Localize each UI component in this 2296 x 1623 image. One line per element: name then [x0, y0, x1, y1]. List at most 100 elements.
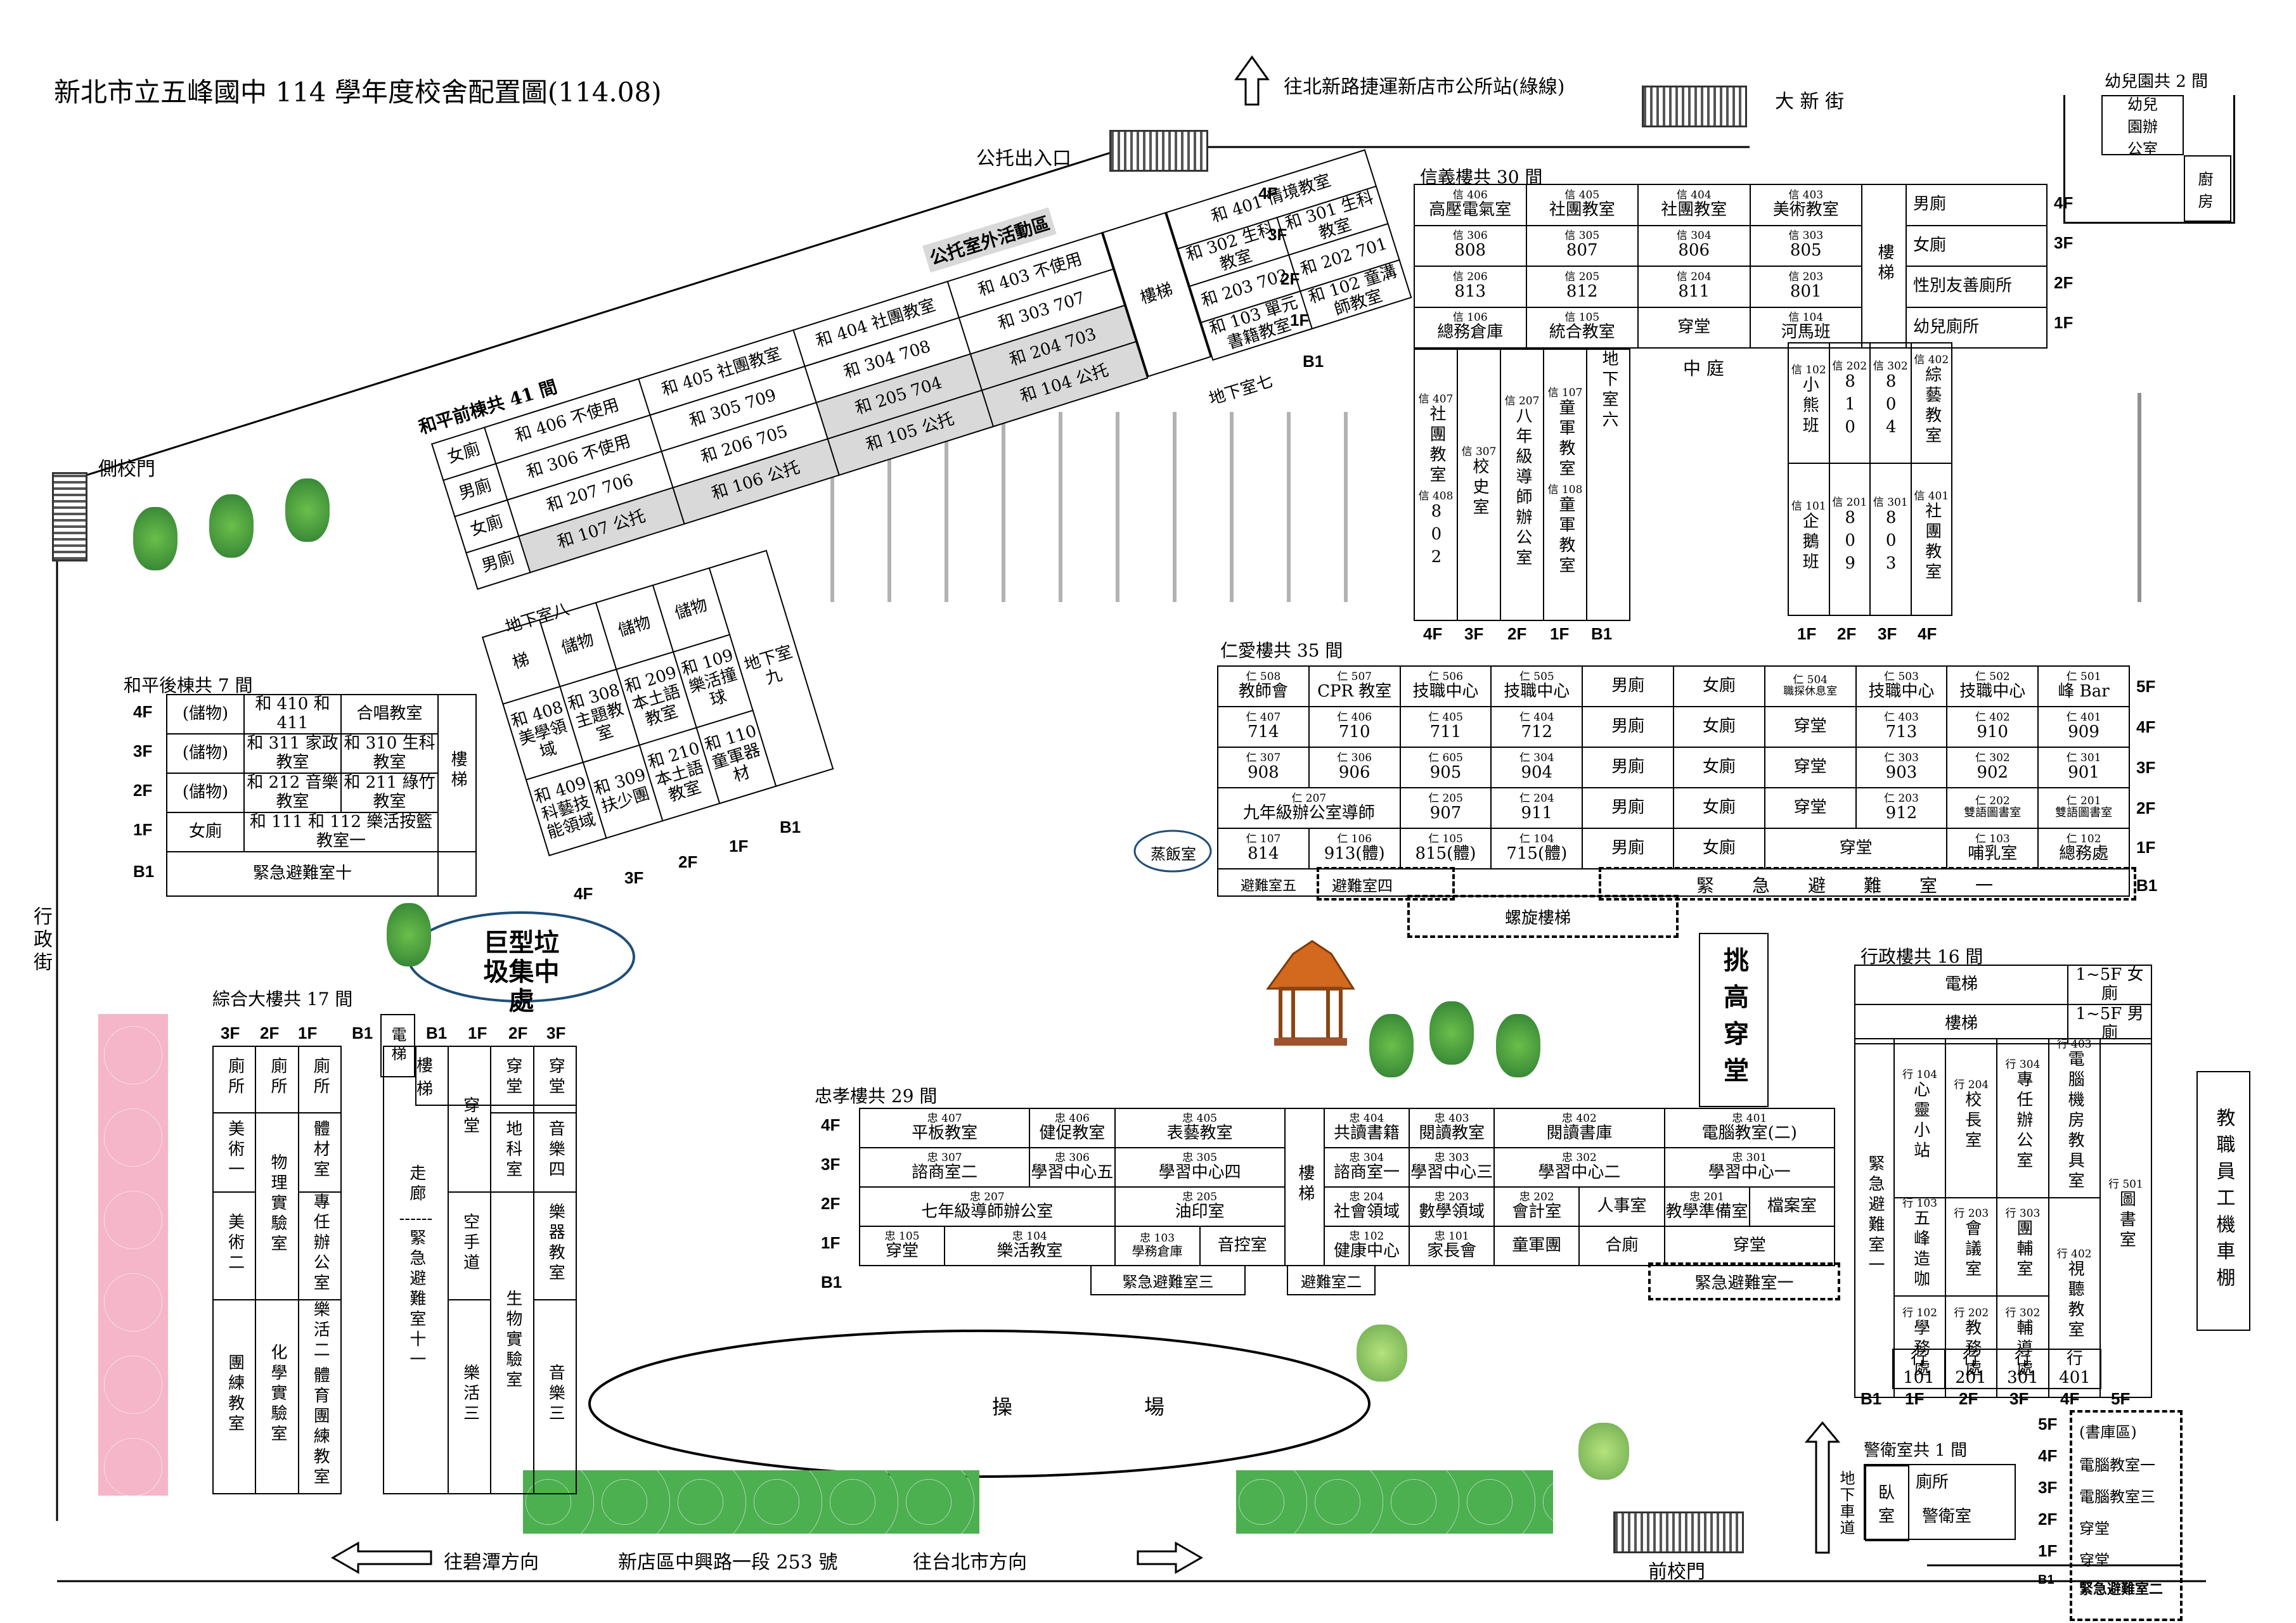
- room-cell[interactable]: 美術一: [212, 1112, 257, 1193]
- room-cell[interactable]: 童軍團: [1493, 1226, 1580, 1266]
- toilet-cell[interactable]: 男廁: [1906, 184, 2048, 226]
- room-cell[interactable]: 行 401: [2048, 1349, 2101, 1389]
- room-cell[interactable]: 和 310 生科教室: [340, 733, 439, 774]
- room-cell[interactable]: 團練教室: [212, 1299, 257, 1494]
- toilet-cell[interactable]: 幼兒廁所: [1906, 306, 2048, 349]
- toilet-cell[interactable]: 女廁: [1672, 787, 1765, 829]
- zhongxiao-emergency-1[interactable]: 緊急避難室一: [1648, 1262, 1840, 1300]
- toilet-cell[interactable]: 性別友善廁所: [1906, 266, 2048, 308]
- room-cell[interactable]: 空手道: [447, 1191, 492, 1300]
- emergency-cell[interactable]: 緊急避難室一: [1854, 1038, 1895, 1398]
- room-cell[interactable]: 地科室: [490, 1112, 534, 1193]
- room-cell[interactable]: 人事室: [1578, 1186, 1665, 1227]
- toilet-cell[interactable]: 男廁: [1582, 787, 1674, 829]
- elevator-cell[interactable]: 電梯: [1854, 965, 2068, 1005]
- room-cell[interactable]: 廁所: [255, 1046, 299, 1113]
- emergency-room-1[interactable]: 緊急避難室一: [1599, 867, 2136, 901]
- room-cell[interactable]: (儲物): [166, 694, 245, 735]
- library-room[interactable]: 電腦教室三: [2079, 1488, 2155, 1506]
- room-cell[interactable]: 穿堂: [1764, 828, 1948, 869]
- library-room[interactable]: 穿堂: [2079, 1520, 2110, 1537]
- kindergarten-kitchen[interactable]: 廚房: [2184, 155, 2231, 222]
- zhongxiao-basement-3[interactable]: 緊急避難室三: [1090, 1265, 1246, 1295]
- room-cell[interactable]: (儲物): [166, 772, 245, 813]
- room-cell[interactable]: 和 111 和 112 樂活按籃教室一: [243, 811, 439, 852]
- toilet-cell[interactable]: 1~5F 女廁: [2067, 965, 2152, 1005]
- refuge-room-5[interactable]: 避難室五: [1241, 878, 1297, 894]
- stairs-cell[interactable]: 樓梯: [1284, 1108, 1325, 1266]
- room-cell[interactable]: 音樂四: [532, 1112, 577, 1193]
- staff-parking[interactable]: 教職員工機車棚: [2196, 1071, 2250, 1331]
- room-cell[interactable]: 合廁: [1578, 1226, 1665, 1266]
- toilet-cell[interactable]: 女廁: [1672, 828, 1765, 869]
- guard-room[interactable]: 警衛室: [1922, 1507, 1972, 1526]
- room-cell[interactable]: 化學實驗室: [255, 1299, 299, 1494]
- guard-bed-room[interactable]: 臥室: [1865, 1465, 1909, 1541]
- library-room[interactable]: 電腦教室一: [2079, 1456, 2155, 1474]
- toilet-cell[interactable]: 男廁: [1582, 665, 1674, 707]
- room-cell[interactable]: 穿堂: [447, 1046, 492, 1193]
- room-cell[interactable]: 和 311 家政教室: [243, 733, 342, 774]
- room-cell[interactable]: 和 211 綠竹教室: [340, 772, 439, 813]
- toilet-cell[interactable]: 女廁: [1672, 747, 1765, 788]
- room-cell[interactable]: 樂活二體育團練教室: [297, 1299, 342, 1494]
- room-cell[interactable]: 專任辦公室: [297, 1191, 342, 1300]
- refuge-room-4[interactable]: 避難室四: [1317, 867, 1455, 901]
- toilet-cell[interactable]: 女廁: [1672, 706, 1765, 748]
- toilet-cell[interactable]: 女廁: [1906, 224, 2048, 267]
- zonghe-stairs[interactable]: 樓梯: [415, 1046, 577, 1106]
- library-room[interactable]: 緊急避難室二: [2079, 1581, 2164, 1598]
- kindergarten-office[interactable]: 幼兒園辦公室: [2101, 95, 2184, 158]
